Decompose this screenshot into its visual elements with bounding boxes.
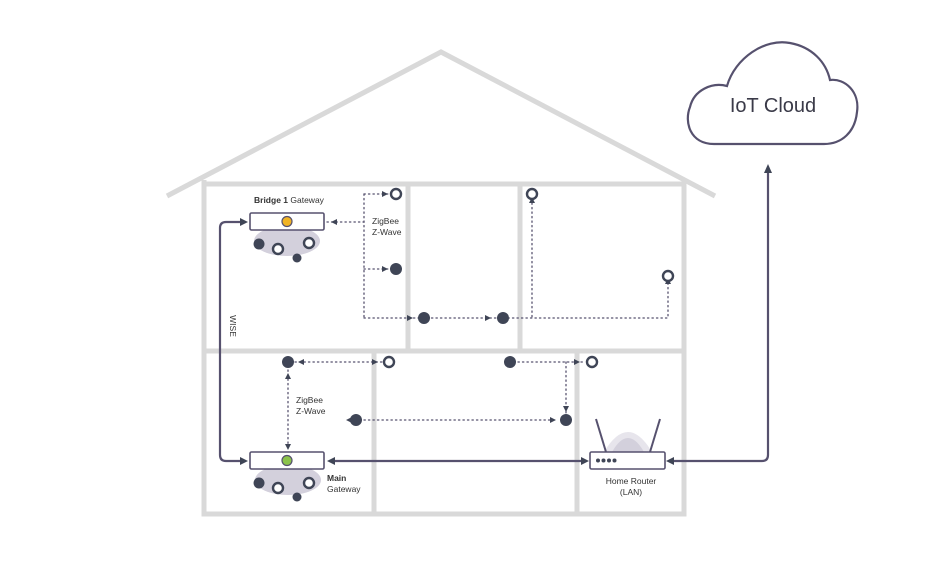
device-node-hollow-icon — [389, 187, 403, 201]
cloud-shape-icon — [686, 41, 859, 146]
bridge-gateway-label: Bridge 1 Gateway — [254, 195, 325, 205]
mesh-arrow-icon — [382, 266, 388, 272]
wise-arrow-bottom-icon — [240, 457, 248, 465]
main-device-node-icon — [302, 476, 316, 490]
device-node-filled-icon — [560, 414, 572, 426]
protocol-lower-line1: ZigBee — [296, 395, 323, 405]
bridge-device-node-icon — [302, 236, 316, 250]
bridge-device-node-icon — [253, 238, 265, 250]
house-outer-wall — [201, 180, 687, 517]
wise-label: WISE — [228, 315, 238, 337]
mesh-arrow-icon — [285, 444, 291, 450]
gateway-router-arrow-right-icon — [581, 457, 589, 465]
main-device-node-icon — [253, 477, 265, 489]
main-device-node-icon — [271, 481, 285, 495]
device-node-hollow-icon — [525, 187, 539, 201]
protocol-lower-line2: Z-Wave — [296, 406, 326, 416]
mesh-arrow-icon — [382, 191, 388, 197]
device-node-hollow-icon — [661, 269, 675, 283]
bridge-gateway-label-rest: Gateway — [288, 195, 325, 205]
main-signal-halo — [255, 465, 321, 495]
router-cloud-arrow-left-icon — [666, 457, 674, 465]
mesh-arrow-icon — [331, 219, 337, 225]
router-antenna-left-icon — [595, 418, 607, 453]
device-node-filled-icon — [504, 356, 516, 368]
main-gateway-led-icon — [281, 454, 293, 467]
router-signal-wave-icon — [612, 438, 644, 452]
bridge-gateway-led-icon — [281, 215, 293, 228]
router-cloud-link — [670, 170, 770, 463]
cloud-label: IoT Cloud — [730, 95, 816, 117]
router-antenna-right-icon — [649, 418, 661, 453]
main-gateway: Main Gateway — [249, 451, 361, 502]
router-port-light-icon — [607, 458, 611, 463]
mesh-arrow-icon — [407, 315, 413, 321]
protocol-upper-line2: Z-Wave — [372, 227, 402, 237]
mesh-arrow-icon — [298, 359, 304, 365]
gateway-router-arrow-left-icon — [327, 457, 335, 465]
bridge-gateway: Bridge 1 Gateway — [249, 195, 325, 263]
iot-cloud: IoT Cloud — [686, 41, 859, 146]
house-roof — [165, 49, 717, 199]
mesh-arrow-icon — [285, 373, 291, 379]
router-port-light-icon — [601, 458, 606, 463]
device-node-filled-icon — [390, 263, 402, 275]
device-node-filled-icon — [497, 312, 509, 324]
main-gateway-label-line1: Main — [327, 473, 346, 483]
bridge-device-node-icon — [292, 253, 302, 263]
home-router: Home Router (LAN) — [589, 418, 666, 497]
router-port-light-icon — [612, 458, 617, 463]
device-node-filled-icon — [418, 312, 430, 324]
house — [165, 49, 717, 517]
protocol-upper-line1: ZigBee — [372, 216, 399, 226]
wise-link-line — [218, 220, 244, 463]
bridge-gateway-label-bold: Bridge 1 — [254, 195, 288, 205]
wireless-links — [285, 191, 671, 450]
wise-arrow-top-icon — [240, 218, 248, 226]
wired-links — [218, 164, 772, 465]
device-node-hollow-icon — [585, 355, 599, 369]
router-label-line2: (LAN) — [620, 487, 642, 497]
main-device-node-icon — [292, 492, 302, 502]
bridge-signal-halo — [254, 226, 320, 256]
mesh-arrow-icon — [550, 417, 556, 423]
mesh-arrow-icon — [485, 315, 491, 321]
router-label-line1: Home Router — [606, 476, 657, 486]
device-node-filled-icon — [350, 414, 362, 426]
device-node-filled-icon — [282, 356, 294, 368]
router-device-icon — [589, 451, 666, 470]
mesh-arrow-icon — [574, 359, 580, 365]
device-node-hollow-icon — [382, 355, 396, 369]
mesh-arrow-icon — [563, 406, 569, 412]
main-gateway-label-line2: Gateway — [327, 484, 361, 494]
mesh-arrow-icon — [372, 359, 378, 365]
device-nodes — [282, 187, 675, 426]
bridge-device-node-icon — [271, 242, 285, 256]
router-cloud-arrow-up-icon — [764, 164, 772, 173]
router-port-light-icon — [596, 458, 600, 463]
